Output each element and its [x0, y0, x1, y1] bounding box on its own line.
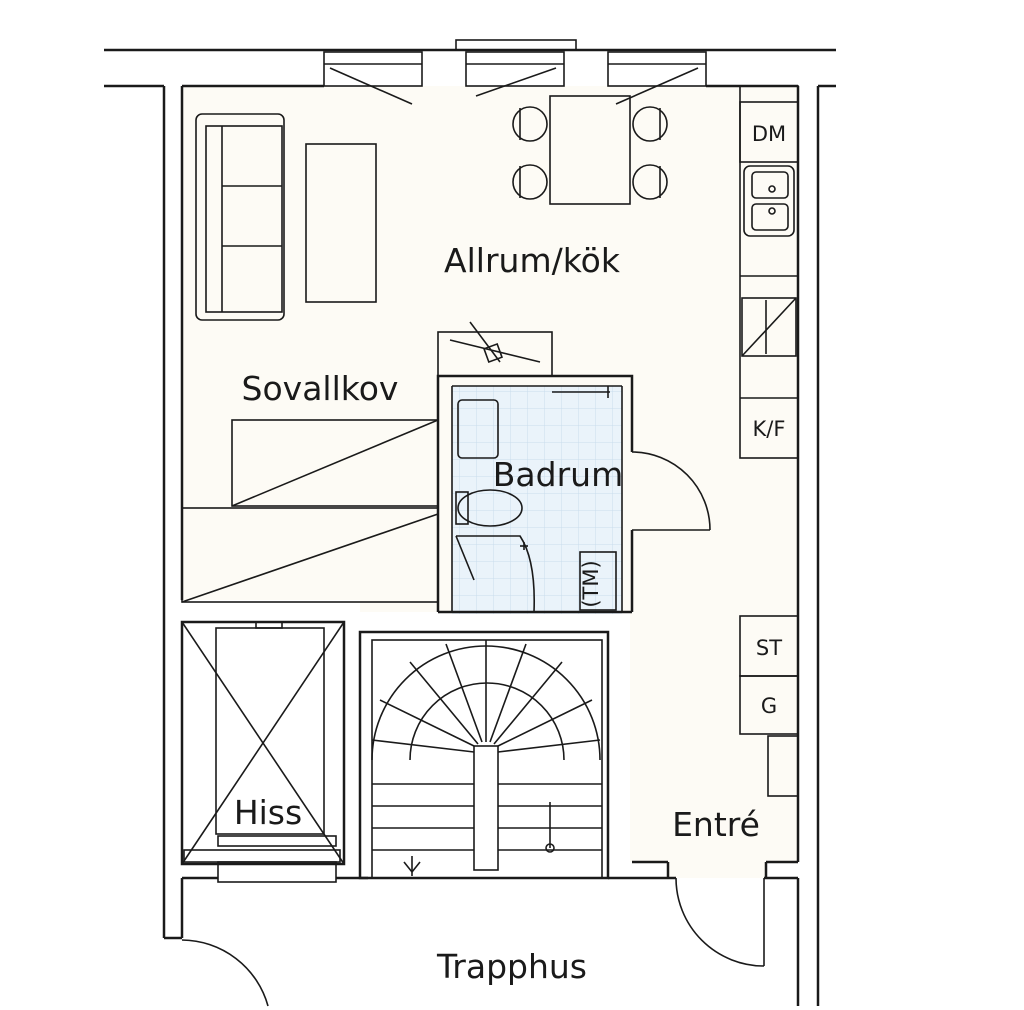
bathroom-label: Badrum [493, 455, 623, 494]
wardrobe-label: G [761, 694, 777, 718]
stairwell-label: Trapphus [436, 947, 587, 986]
living-room-label: Allrum/kök [444, 241, 621, 280]
entry-door [675, 877, 765, 967]
alcove-label: Sovallkov [242, 369, 399, 408]
kitchen-counter [739, 85, 799, 459]
alcove-bed [181, 419, 439, 603]
threshold-floor [668, 858, 766, 878]
entry-closets [739, 615, 799, 797]
closet-label: ST [756, 636, 782, 660]
windows [323, 39, 707, 105]
elevator [180, 620, 346, 883]
sofa [195, 113, 285, 321]
stairwell-door [181, 939, 269, 1007]
bathroom [436, 374, 711, 614]
staircase [358, 630, 610, 880]
dryer-label: (TM) [579, 560, 603, 607]
coffee-table [305, 143, 377, 303]
dishwasher-label: DM [752, 122, 786, 146]
dining-table [512, 95, 668, 205]
fridge-label: K/F [753, 417, 786, 441]
entry-label: Entré [672, 805, 760, 844]
elevator-label: Hiss [234, 793, 302, 832]
